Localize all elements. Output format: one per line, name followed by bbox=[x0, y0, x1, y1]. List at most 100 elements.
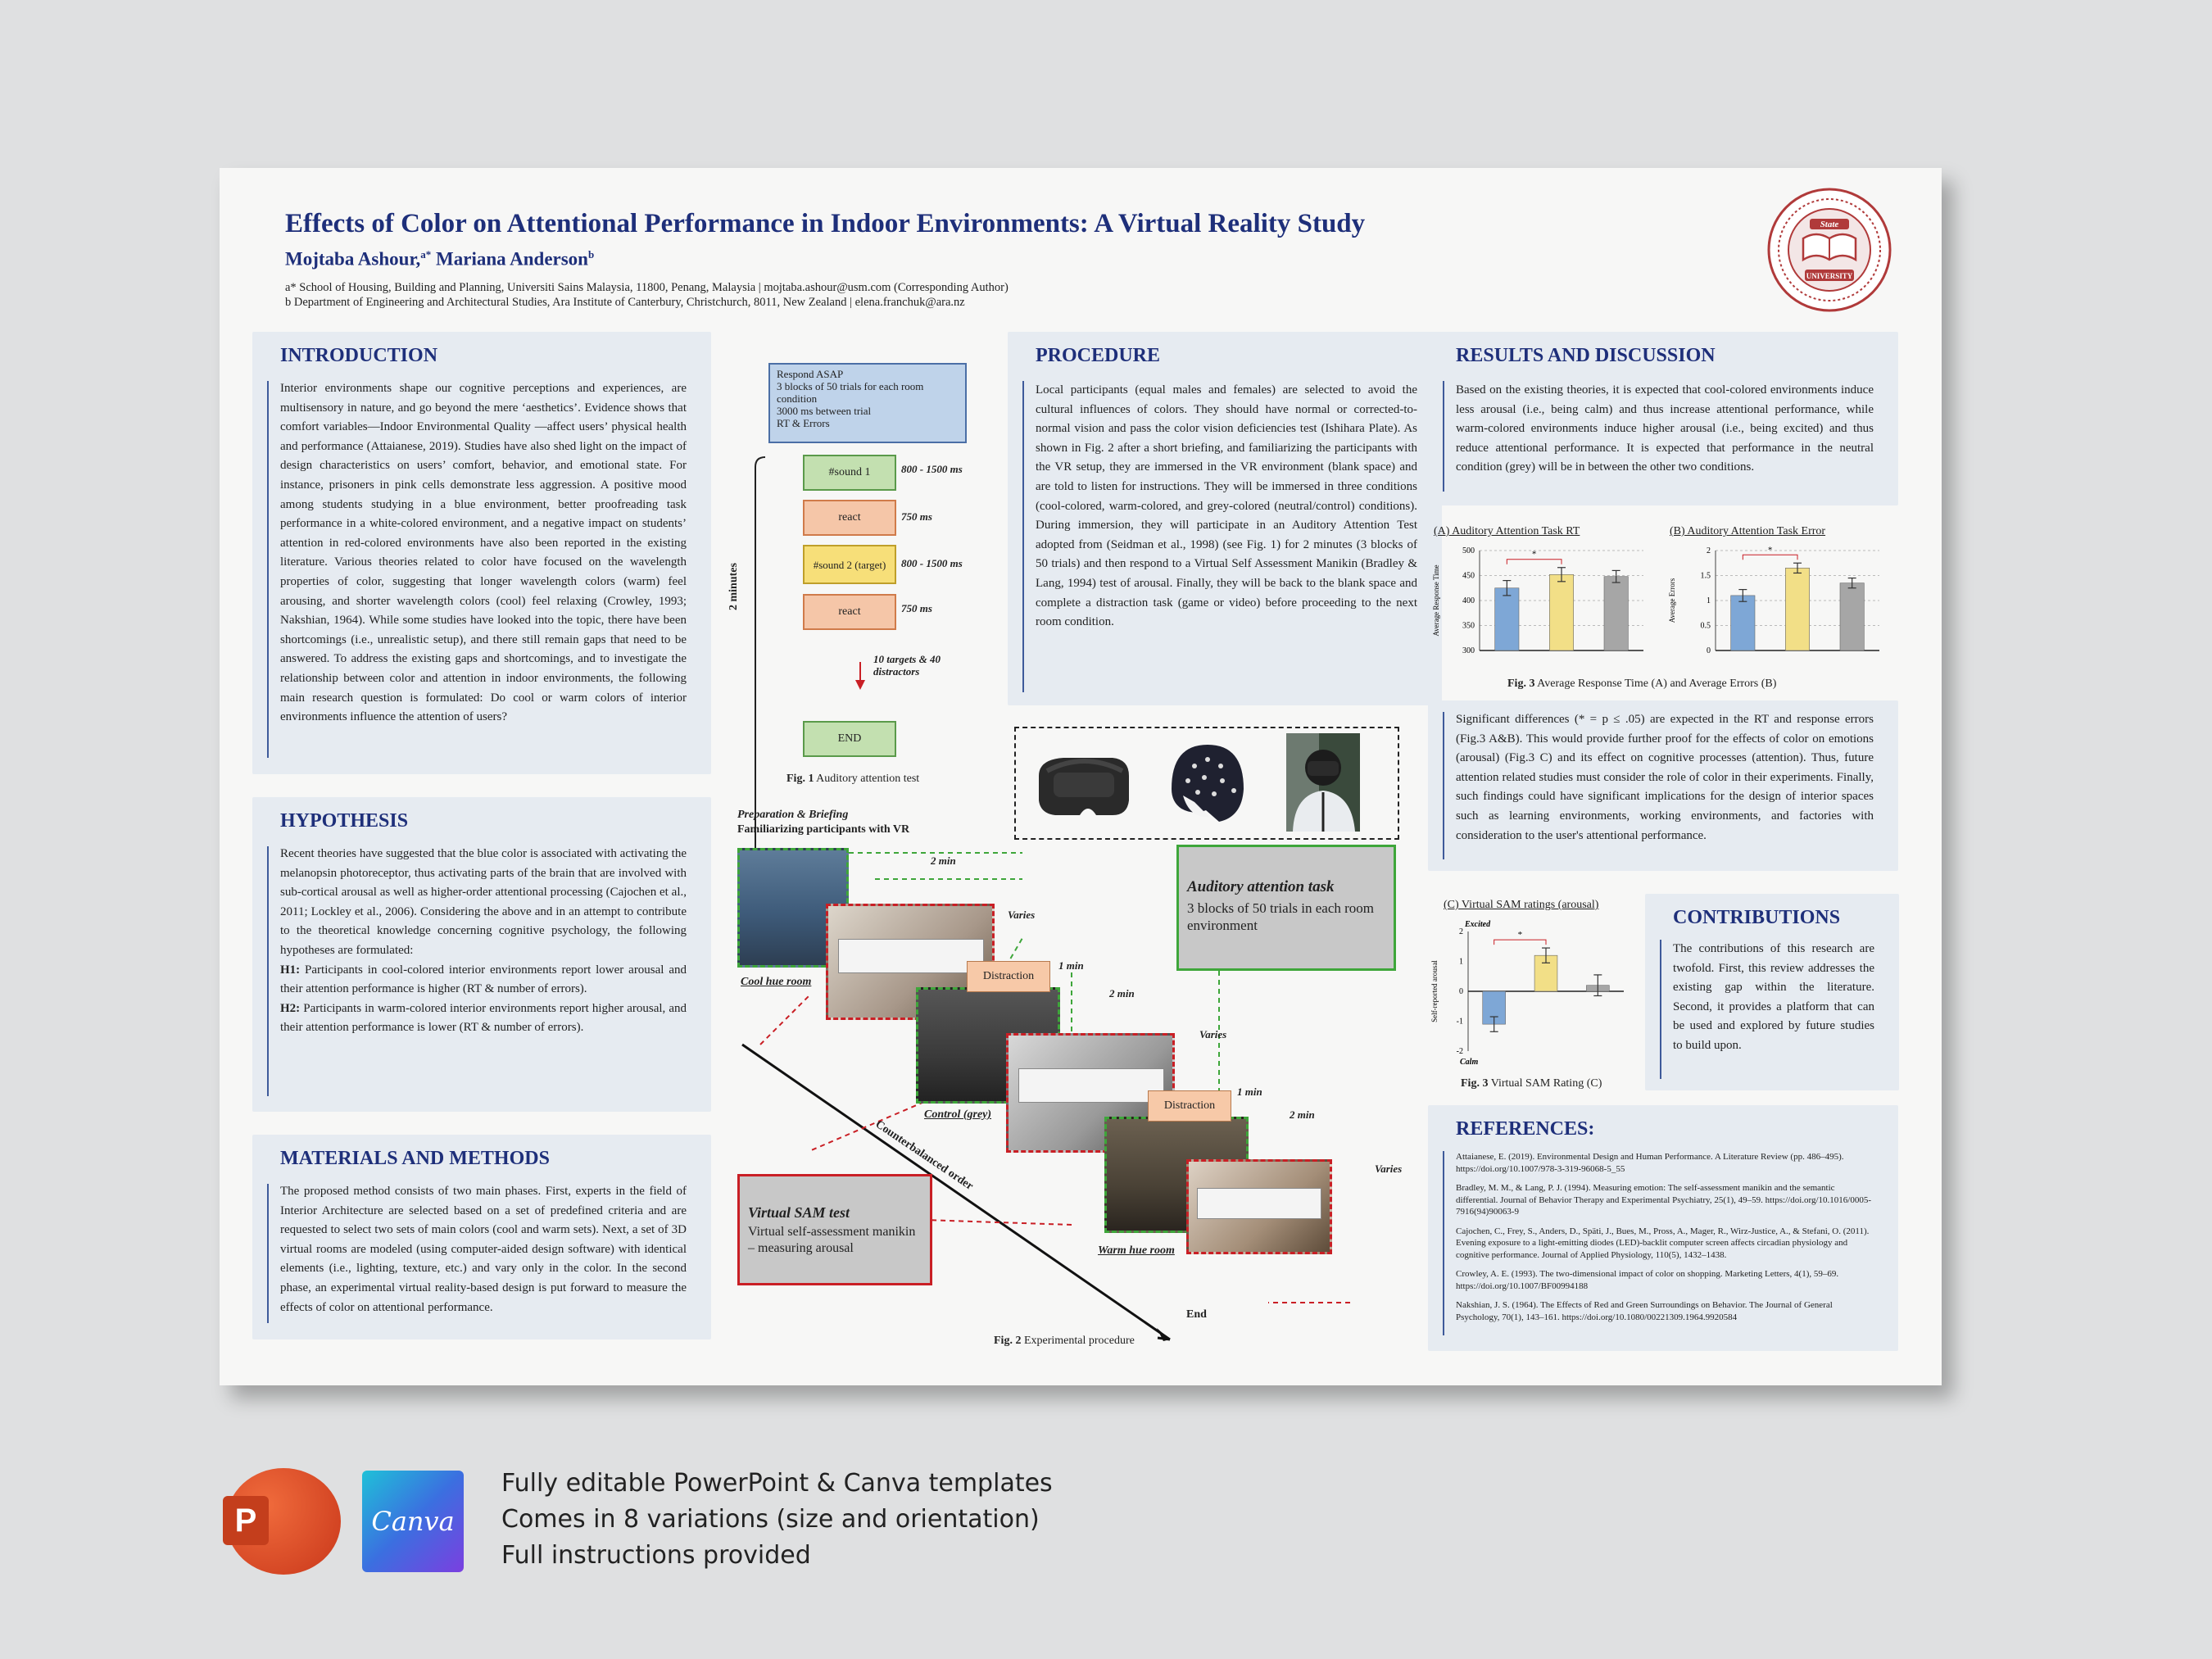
affiliation-a: a* School of Housing, Building and Plann… bbox=[285, 281, 1009, 294]
fig1-step-time: 800 - 1500 ms bbox=[901, 557, 963, 569]
y-tick-label: 0 bbox=[1707, 646, 1711, 655]
y-axis-label: Average Errors bbox=[1668, 578, 1676, 623]
fig2-time: Varies bbox=[1199, 1028, 1227, 1040]
hypothesis-intro: Recent theories have suggested that the … bbox=[280, 847, 687, 957]
fig1-step-sound1: #sound 1 bbox=[803, 455, 896, 491]
y-tick-label: 350 bbox=[1462, 622, 1475, 631]
fig1-instruction: Respond ASAP bbox=[777, 368, 844, 380]
hypothesis-text: Recent theories have suggested that the … bbox=[280, 845, 687, 1038]
contributions-text: The contributions of this research are t… bbox=[1673, 942, 1874, 1052]
y-tick-label: 1 bbox=[1707, 596, 1711, 605]
room-control-label: Control (grey) bbox=[924, 1108, 992, 1121]
chart-c-title: (C) Virtual SAM ratings (arousal) bbox=[1444, 899, 1599, 911]
h2-text: Participants in warm-colored interior en… bbox=[280, 1001, 687, 1035]
reference-item: Crowley, A. E. (1993). The two-dimension… bbox=[1456, 1269, 1839, 1291]
fig1-instruction: RT & Errors bbox=[777, 417, 830, 429]
fig2-time: 2 min bbox=[931, 854, 956, 867]
panel-rule bbox=[1660, 940, 1661, 1079]
y-tick-label: -1 bbox=[1457, 1018, 1463, 1027]
materials-panel: MATERIALS AND METHODS The proposed metho… bbox=[252, 1135, 711, 1339]
fig1-instructions-box: Respond ASAP 3 blocks of 50 trials for e… bbox=[768, 363, 967, 443]
powerpoint-letter: P bbox=[223, 1496, 269, 1545]
materials-heading: MATERIALS AND METHODS bbox=[280, 1148, 550, 1169]
fig3-caption: Fig. 3 Average Response Time (A) and Ave… bbox=[1507, 678, 1776, 691]
reference-item: Attaianese, E. (2019). Environmental Des… bbox=[1456, 1152, 1844, 1174]
poster-title: Effects of Color on Attentional Performa… bbox=[285, 209, 1366, 238]
references-list: Attaianese, E. (2019). Environmental Des… bbox=[1456, 1151, 1874, 1330]
introduction-heading: INTRODUCTION bbox=[280, 345, 438, 366]
y-tick-label: 1.5 bbox=[1701, 572, 1711, 581]
fig2-caption: Fig. 2 Experimental procedure bbox=[994, 1335, 1135, 1348]
bar-cool bbox=[1730, 595, 1756, 651]
hypothesis-heading: HYPOTHESIS bbox=[280, 810, 409, 832]
procedure-text: Local participants (equal males and fema… bbox=[1036, 383, 1417, 629]
auditory-task-title: Auditory attention task bbox=[1187, 878, 1335, 895]
powerpoint-logo-icon: P bbox=[223, 1468, 341, 1575]
fig1-instructions: Respond ASAP 3 blocks of 50 trials for e… bbox=[770, 365, 965, 433]
materials-text: The proposed method consists of two main… bbox=[280, 1185, 687, 1314]
top-label: Excited bbox=[1464, 920, 1491, 929]
y-tick-label: 2 bbox=[1459, 927, 1463, 936]
panel-rule bbox=[1022, 381, 1024, 692]
results-text-2: Significant differences (* = p ≤ .05) ar… bbox=[1456, 713, 1874, 842]
sam-manikin-strip bbox=[1197, 1188, 1321, 1219]
fig1-step-react: react bbox=[803, 594, 896, 630]
significance-marker: * bbox=[1532, 550, 1537, 560]
fig1-caption: Fig. 1 Auditory attention test bbox=[786, 773, 919, 786]
hypothesis-h2: H2: Participants in warm-colored interio… bbox=[280, 999, 687, 1038]
y-tick-label: 0 bbox=[1459, 987, 1463, 996]
bottom-label: Calm bbox=[1460, 1058, 1478, 1067]
canva-logo-icon: Canva bbox=[362, 1471, 464, 1572]
auditory-task-text: 3 blocks of 50 trials in each room envir… bbox=[1187, 900, 1375, 933]
y-tick-label: -2 bbox=[1457, 1047, 1463, 1056]
poster: Effects of Color on Attentional Performa… bbox=[220, 168, 1942, 1385]
sam-test-title: Virtual SAM test bbox=[748, 1204, 850, 1221]
bar-warm bbox=[1785, 568, 1810, 651]
fig1-caption-text: Auditory attention test bbox=[814, 773, 920, 785]
promo-line-3: Full instructions provided bbox=[501, 1541, 811, 1570]
significance-bracket bbox=[1494, 939, 1547, 945]
contributions-panel: CONTRIBUTIONS The contributions of this … bbox=[1645, 894, 1899, 1090]
panel-rule bbox=[1443, 712, 1444, 859]
participant-photo-icon bbox=[1286, 733, 1360, 832]
results-panel-2: Significant differences (* = p ≤ .05) ar… bbox=[1428, 700, 1898, 871]
significance-marker: * bbox=[1518, 930, 1523, 940]
fig3c-caption-text: Virtual SAM Rating (C) bbox=[1488, 1077, 1602, 1090]
bar-warm bbox=[1549, 573, 1574, 651]
fig1-step-react: react bbox=[803, 500, 896, 536]
bar-grey bbox=[1603, 576, 1629, 651]
eeg-cap-icon bbox=[1172, 745, 1244, 822]
fig1-step-time: 750 ms bbox=[901, 510, 932, 523]
procedure-panel: PROCEDURE Local participants (equal male… bbox=[1008, 332, 1442, 705]
panel-rule bbox=[267, 846, 269, 1096]
fig2-end-label: End bbox=[1186, 1308, 1207, 1321]
vr-headset-icon bbox=[1039, 758, 1129, 815]
y-tick-label: 450 bbox=[1462, 572, 1475, 581]
panel-rule bbox=[1443, 381, 1444, 492]
fig2-time: Varies bbox=[1375, 1163, 1403, 1175]
references-heading: REFERENCES: bbox=[1456, 1118, 1595, 1140]
room-warm-sam-image bbox=[1186, 1159, 1332, 1254]
bar-cool bbox=[1494, 587, 1520, 651]
sam-test-box: Virtual SAM test Virtual self-assessment… bbox=[737, 1174, 932, 1285]
sam-test-text: Virtual self-assessment manikin – measur… bbox=[748, 1225, 916, 1255]
vr-equipment-images bbox=[1014, 727, 1399, 840]
contributions-heading: CONTRIBUTIONS bbox=[1673, 907, 1841, 928]
fig2-time: Varies bbox=[1008, 909, 1036, 921]
fig2-time: 1 min bbox=[1058, 959, 1084, 972]
promo-line-2: Comes in 8 variations (size and orientat… bbox=[501, 1505, 1040, 1534]
university-seal-icon: State UNIVERSITY bbox=[1767, 188, 1892, 312]
author-2: Mariana Anderson bbox=[436, 248, 588, 270]
panel-rule bbox=[267, 381, 269, 758]
hypothesis-panel: HYPOTHESIS Recent theories have suggeste… bbox=[252, 797, 711, 1112]
reference-item: Nakshian, J. S. (1964). The Effects of R… bbox=[1456, 1300, 1833, 1322]
introduction-text: Interior environments shape our cognitiv… bbox=[280, 382, 687, 724]
room-cool-label: Cool hue room bbox=[741, 976, 812, 988]
fig3-caption-text: Average Response Time (A) and Average Er… bbox=[1534, 678, 1777, 690]
sam-manikin-strip bbox=[1018, 1068, 1164, 1103]
fig1-instruction: 3 blocks of 50 trials for each room cond… bbox=[777, 380, 924, 405]
promo-line-1: Fully editable PowerPoint & Canva templa… bbox=[501, 1469, 1053, 1498]
